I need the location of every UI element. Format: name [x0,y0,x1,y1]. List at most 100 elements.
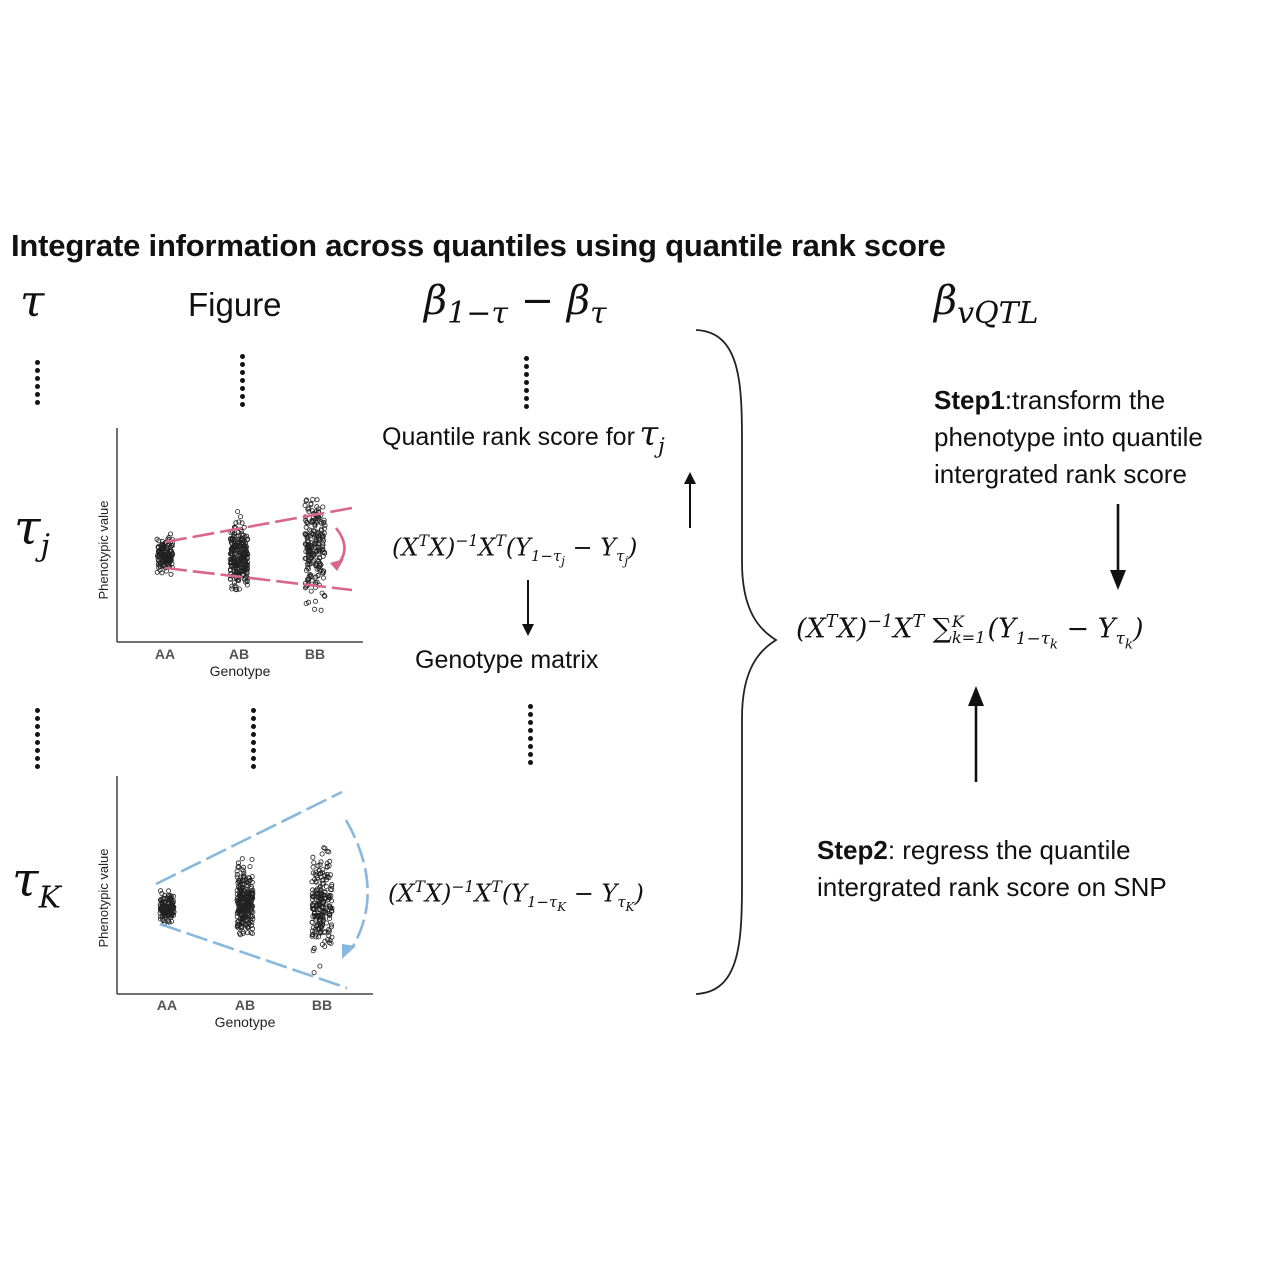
scatter-point [309,919,315,925]
scatter-point [316,555,322,561]
scatter-point [236,908,242,914]
upper-quantile-line [155,790,343,886]
tau-header: τ [20,276,45,327]
ellipsis-dots [251,708,257,772]
scatter-point [157,910,163,916]
y-axis-label: Phenotypic value [96,500,111,599]
scatter-point [234,547,240,553]
beta-vqtl-header: βvQTL [934,278,1039,331]
scatter-point [326,875,332,881]
lower-quantile-line [159,922,348,990]
down-arrow [522,580,534,636]
scatter-point [324,920,330,926]
scatter-point [237,882,243,888]
scatter-point [237,555,243,561]
scatter-point [308,501,314,507]
scatter-point [310,497,316,503]
scatter-point [306,506,312,512]
scatter-point [307,571,313,577]
scatter-point [311,894,317,900]
scatter-point [238,564,244,570]
scatter-point [159,905,165,911]
genotype-matrix-label: Genotype matrix [415,646,599,674]
scatter-point [322,846,328,852]
scatter-point [166,888,172,894]
curved-arrow [344,819,369,949]
scatter-point [244,924,250,930]
scatter-point [305,576,311,582]
scatter-point [306,561,312,567]
scatter-point [239,520,245,526]
y-axis-label: Phenotypic value [96,848,111,947]
scatter-point [310,854,316,860]
scatter-point [326,849,332,855]
scatter-point [242,904,248,910]
scatter-point [160,896,166,902]
scatter-point [322,938,328,944]
upper-quantile-line [164,506,353,544]
scatter-point [159,891,165,897]
tick-label-aa: AA [155,646,175,662]
scatter-point [311,900,317,906]
scatter-point [307,544,313,550]
step2-text: : regress the quantile intergrated rank … [817,835,1167,902]
scatter-point [237,930,243,936]
scatter-point [237,542,243,548]
scatter-point [237,543,243,549]
scatter-point [154,569,160,575]
scatter-point [241,563,247,569]
scatter-point [329,898,335,904]
scatter-point [322,593,328,599]
curved-arrow [334,527,346,565]
scatter-point [235,509,241,515]
scatter-point [238,514,244,520]
scatter-point [327,912,333,918]
scatter-point [320,570,326,576]
tau-k-label: τK [12,852,61,916]
scatter-point [162,896,168,902]
scatter-point [245,930,251,936]
scatter-point [304,535,310,541]
scatter-point [318,930,324,936]
scatter-point [321,520,327,526]
scatter-point [311,970,317,976]
scatter-point [235,864,241,870]
scatter-point [329,887,335,893]
tau-j-label: τj [14,500,50,564]
scatter-point [158,904,164,910]
scatter-point [304,519,310,525]
scatter-point [313,932,319,938]
scatter-point [317,871,323,877]
scatter-point [313,574,319,580]
scatter-point [313,934,319,940]
scatter-point [248,918,254,924]
scatter-point [168,556,174,562]
scatter-point [306,546,312,552]
scatter-point [315,910,321,916]
scatter-point [312,913,318,919]
scatter-point [244,563,250,569]
scatter-point [243,923,249,929]
scatter-point [241,873,247,879]
scatter-point [168,571,174,577]
scatter-point [328,922,334,928]
scatter-point [158,913,164,919]
scatter-point [239,888,245,894]
scatter-point [312,598,318,604]
scatter-point [169,918,175,924]
scatter-point [318,896,324,902]
scatter-point [243,573,249,579]
scatter-point [310,913,316,919]
scatter-point [242,902,248,908]
scatter-point [167,545,173,551]
scatter-point [317,547,323,553]
scatter-point [310,551,316,557]
top-scatter-plot: Phenotypic value AA AB BB Genotype [96,428,363,679]
quantile-rank-score-label: Quantile rank score for τj [382,414,665,458]
scatter-point [318,859,324,865]
scatter-point [318,526,324,532]
scatter-point [247,908,253,914]
scatter-point [233,520,239,526]
scatter-point [318,607,324,613]
